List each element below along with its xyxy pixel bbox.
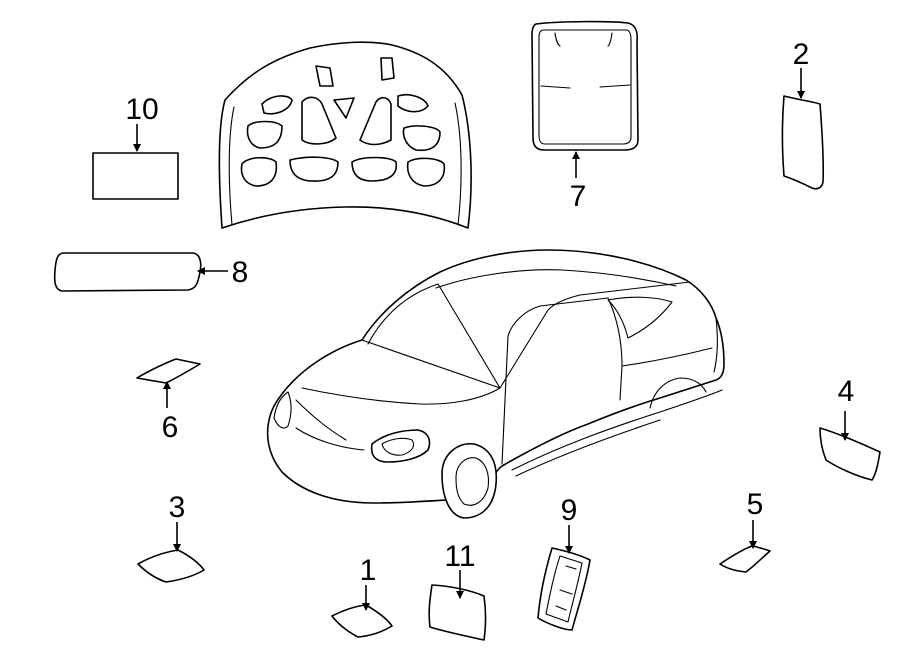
callout-2: 2 [793, 38, 810, 71]
callout-11: 11 [444, 540, 475, 573]
part-2: 2 [781, 38, 825, 190]
part-7: 7 [531, 20, 639, 213]
callout-7: 7 [570, 180, 587, 213]
part-5: 5 [719, 488, 771, 573]
part-8: 8 [53, 252, 249, 292]
vehicle [266, 249, 725, 519]
callout-6: 6 [162, 411, 179, 444]
callout-5: 5 [747, 488, 764, 521]
part-3: 3 [137, 491, 205, 583]
hood-insulator [218, 41, 472, 229]
callout-9: 9 [561, 494, 578, 527]
part-11: 11 [428, 540, 487, 641]
part-9: 9 [537, 494, 591, 631]
part-1: 1 [331, 554, 393, 638]
callout-10: 10 [125, 93, 158, 126]
part-6: 6 [136, 358, 201, 444]
callout-4: 4 [838, 375, 855, 408]
callout-3: 3 [169, 491, 186, 524]
callout-8: 8 [232, 256, 249, 289]
part-4: 4 [819, 375, 881, 481]
callout-1: 1 [360, 554, 377, 587]
part-10: 10 [92, 93, 179, 200]
